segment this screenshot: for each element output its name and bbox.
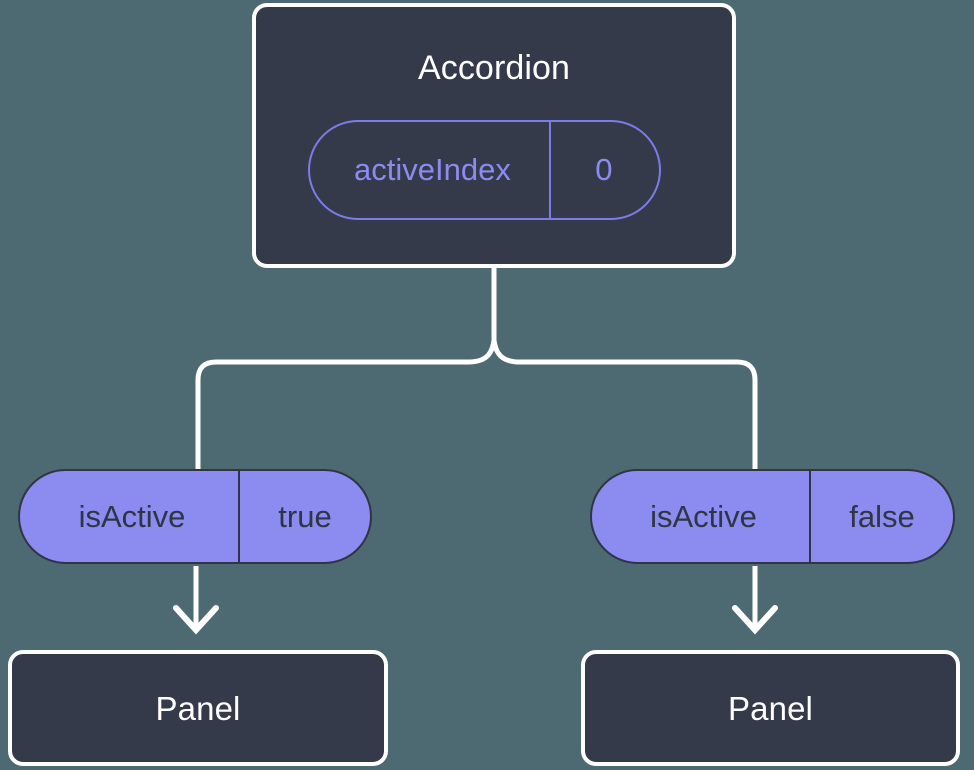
component-node-title: Panel xyxy=(728,689,813,727)
component-node-title: Accordion xyxy=(417,49,571,87)
edge-branch-left xyxy=(195,359,470,471)
prop-badge-isactive-false[interactable]: isActive false xyxy=(590,469,955,564)
component-node-panel-left[interactable]: Panel xyxy=(8,650,388,766)
prop-badge-isactive-true[interactable]: isActive true xyxy=(18,469,372,564)
prop-badge-value: false xyxy=(809,471,953,562)
component-node-accordion[interactable]: Accordion xyxy=(252,3,736,268)
component-node-title: Panel xyxy=(155,689,241,727)
arrow-down-icon-right xyxy=(732,605,778,635)
arrow-down-icon-left xyxy=(173,605,219,635)
state-badge-activeindex[interactable]: activeIndex 0 xyxy=(308,120,661,220)
state-badge-value: 0 xyxy=(548,122,659,218)
component-node-panel-right[interactable]: Panel xyxy=(581,650,960,766)
prop-badge-key: isActive xyxy=(78,498,186,534)
edge-flare-right xyxy=(491,339,521,365)
state-badge-key: activeIndex xyxy=(354,152,511,187)
prop-badge-value: true xyxy=(238,471,370,562)
edge-branch-right xyxy=(518,359,758,471)
prop-badge-key: isActive xyxy=(650,498,757,534)
edge-flare-left xyxy=(467,339,497,365)
